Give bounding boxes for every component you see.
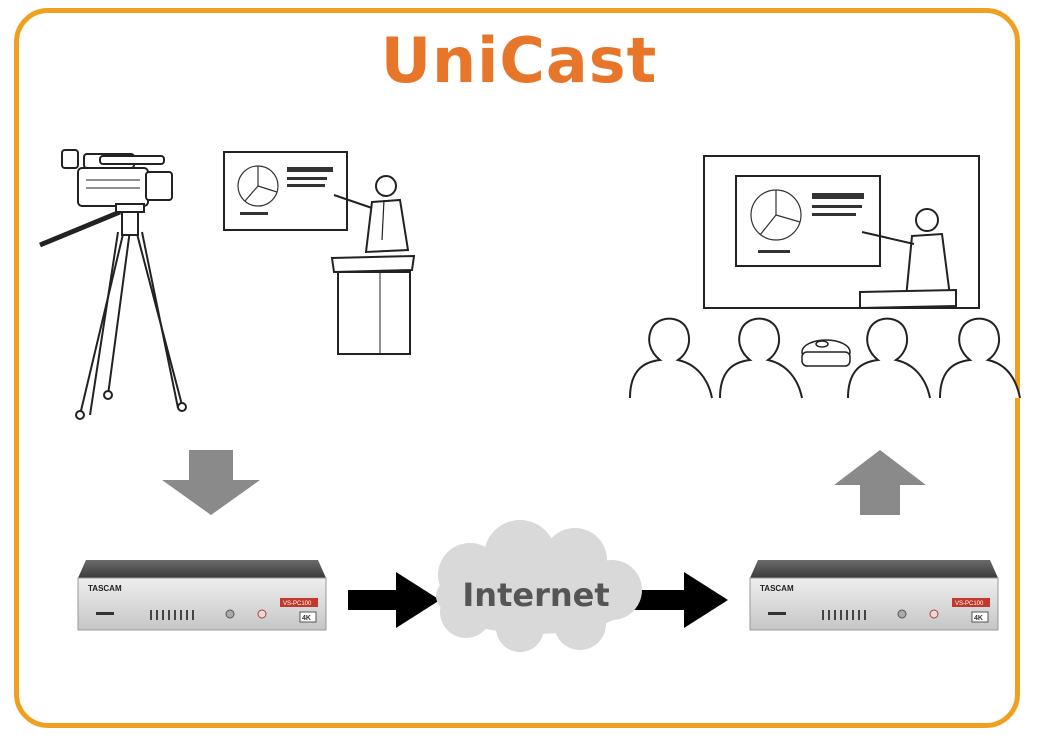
video-camera-icon — [39, 149, 187, 420]
pie-chart-icon — [750, 189, 802, 241]
device-model: VS-PC100 — [283, 601, 312, 607]
device-model: VS-PC100 — [955, 601, 984, 607]
encoder-device: TASCAM VS-PC100 4K — [77, 560, 327, 631]
device-badge: 4K — [974, 615, 983, 622]
projection-screen — [223, 151, 348, 231]
arrow-down-icon — [162, 450, 260, 515]
cloud-icon — [436, 520, 642, 652]
device-badge: 4K — [302, 615, 311, 622]
arrow-right-icon — [634, 572, 728, 628]
diagram-frame — [14, 8, 1020, 728]
internet-label: Internet — [462, 576, 609, 614]
device-brand: TASCAM — [88, 584, 122, 593]
arrow-right-icon — [348, 572, 440, 628]
projector-icon — [801, 339, 851, 367]
audience-scene-destination — [629, 155, 1021, 399]
audience-members — [629, 317, 1021, 399]
pie-chart-icon — [237, 165, 279, 207]
diagram-title: UniCast — [380, 24, 658, 97]
device-brand: TASCAM — [760, 584, 794, 593]
decoder-device: TASCAM VS-PC100 4K — [749, 560, 999, 631]
speaker-figure — [330, 175, 416, 355]
presenter-scene-source — [223, 151, 416, 355]
arrow-up-icon — [834, 450, 926, 515]
